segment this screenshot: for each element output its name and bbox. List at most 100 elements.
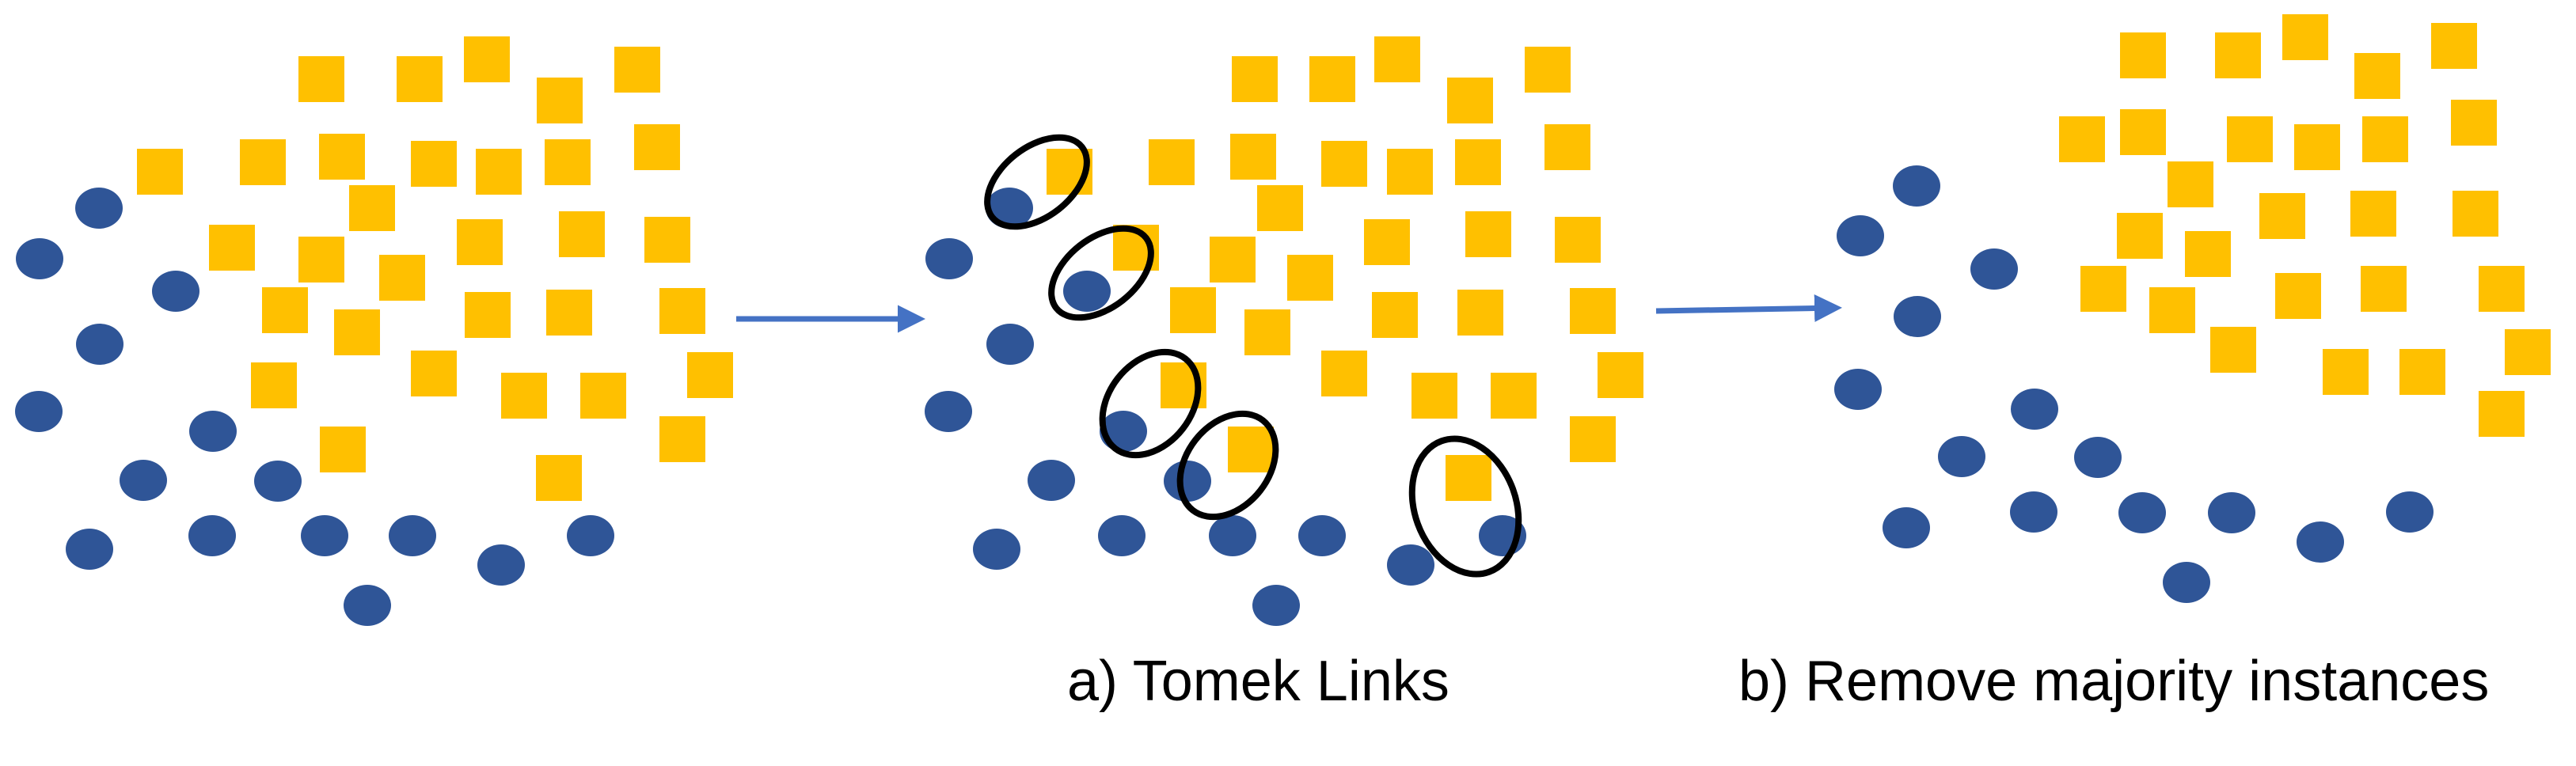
panel-original	[15, 36, 733, 626]
majority-square	[2294, 124, 2340, 170]
minority-circle	[973, 529, 1020, 570]
majority-square	[1230, 134, 1276, 180]
majority-square	[1374, 36, 1420, 82]
majority-square	[1455, 139, 1501, 185]
majority-square	[1491, 373, 1537, 419]
majority-square	[465, 292, 511, 338]
minority-circle	[2010, 491, 2057, 533]
majority-square	[319, 134, 365, 180]
majority-square	[2185, 231, 2231, 277]
majority-square	[614, 47, 660, 93]
majority-square	[1210, 237, 1256, 283]
majority-square	[349, 185, 395, 231]
majority-square	[411, 141, 457, 187]
majority-square	[2117, 213, 2163, 259]
majority-square	[2479, 266, 2525, 312]
majority-square	[1372, 292, 1418, 338]
majority-square	[2350, 191, 2396, 237]
majority-square	[298, 237, 344, 283]
minority-circle	[1063, 271, 1111, 312]
majority-square	[1321, 141, 1367, 187]
majority-square	[1598, 352, 1643, 398]
minority-circle	[15, 391, 63, 432]
minority-circle	[925, 238, 973, 279]
minority-circle	[477, 544, 525, 586]
majority-square	[1364, 219, 1410, 265]
majority-square	[2259, 193, 2305, 239]
majority-square	[2451, 100, 2497, 146]
majority-square	[687, 352, 733, 398]
majority-square	[1555, 217, 1601, 263]
majority-square	[1257, 185, 1303, 231]
tomek-link-ellipse	[1176, 410, 1279, 521]
majority-square	[1309, 56, 1355, 102]
minority-circle	[2208, 492, 2255, 533]
minority-circle	[344, 585, 391, 626]
minority-circle	[1164, 461, 1211, 502]
majority-square	[659, 416, 705, 462]
majority-square	[1149, 139, 1195, 185]
minority-circle	[66, 529, 113, 570]
majority-square	[2505, 329, 2551, 375]
minority-circle	[1970, 248, 2018, 290]
majority-square	[580, 373, 626, 419]
minority-circle	[986, 324, 1034, 365]
minority-circle	[301, 515, 348, 556]
tomek-link-ellipse	[1048, 225, 1154, 321]
majority-square	[1411, 373, 1457, 419]
majority-square	[397, 56, 443, 102]
minority-circle	[189, 411, 237, 452]
majority-square	[1446, 455, 1491, 501]
minority-circle	[1252, 585, 1300, 626]
majority-square	[262, 287, 308, 333]
minority-circle	[1893, 165, 1940, 207]
minority-circle	[1387, 544, 1434, 586]
minority-circle	[16, 238, 63, 279]
minority-circle	[188, 515, 236, 556]
minority-circle	[1298, 515, 1346, 556]
majority-square	[2227, 116, 2273, 162]
minority-circle	[120, 460, 167, 501]
majority-square	[464, 36, 510, 82]
minority-circle	[567, 515, 614, 556]
majority-square	[2215, 32, 2261, 78]
majority-square	[320, 427, 366, 472]
minority-circle	[75, 188, 123, 229]
majority-square	[251, 362, 297, 408]
minority-circle	[1834, 369, 1882, 410]
majority-square	[1544, 124, 1590, 170]
majority-square	[2282, 14, 2328, 60]
majority-square	[411, 351, 457, 396]
majority-square	[501, 373, 547, 419]
majority-square	[2479, 391, 2525, 437]
majority-square	[209, 225, 255, 271]
minority-circle	[76, 324, 123, 365]
majority-square	[2210, 327, 2256, 373]
majority-square	[2120, 32, 2166, 78]
minority-circle	[2297, 521, 2344, 563]
majority-square	[1244, 309, 1290, 355]
transition-arrow-2	[1655, 294, 1842, 322]
majority-square	[2059, 116, 2105, 162]
majority-square	[659, 288, 705, 334]
minority-circle	[2118, 492, 2166, 533]
majority-square	[457, 219, 503, 265]
minority-circle	[1938, 436, 1985, 477]
majority-square	[2431, 23, 2477, 69]
minority-circle	[925, 391, 972, 432]
majority-square	[2080, 266, 2126, 312]
majority-square	[2453, 191, 2498, 237]
minority-circle	[2011, 389, 2058, 430]
majority-square	[1465, 211, 1511, 257]
minority-circle	[1098, 515, 1146, 556]
tomek-link-ellipse	[1408, 435, 1522, 578]
minority-circle	[2386, 491, 2434, 533]
majority-square	[476, 149, 522, 195]
majority-square	[137, 149, 183, 195]
caption-remove-majority: b) Remove majority instances	[1738, 650, 2489, 713]
panel-majority-removed	[1834, 14, 2551, 603]
majority-square	[2120, 109, 2166, 155]
majority-square	[1170, 287, 1216, 333]
caption-tomek-links: a) Tomek Links	[1067, 650, 1449, 713]
